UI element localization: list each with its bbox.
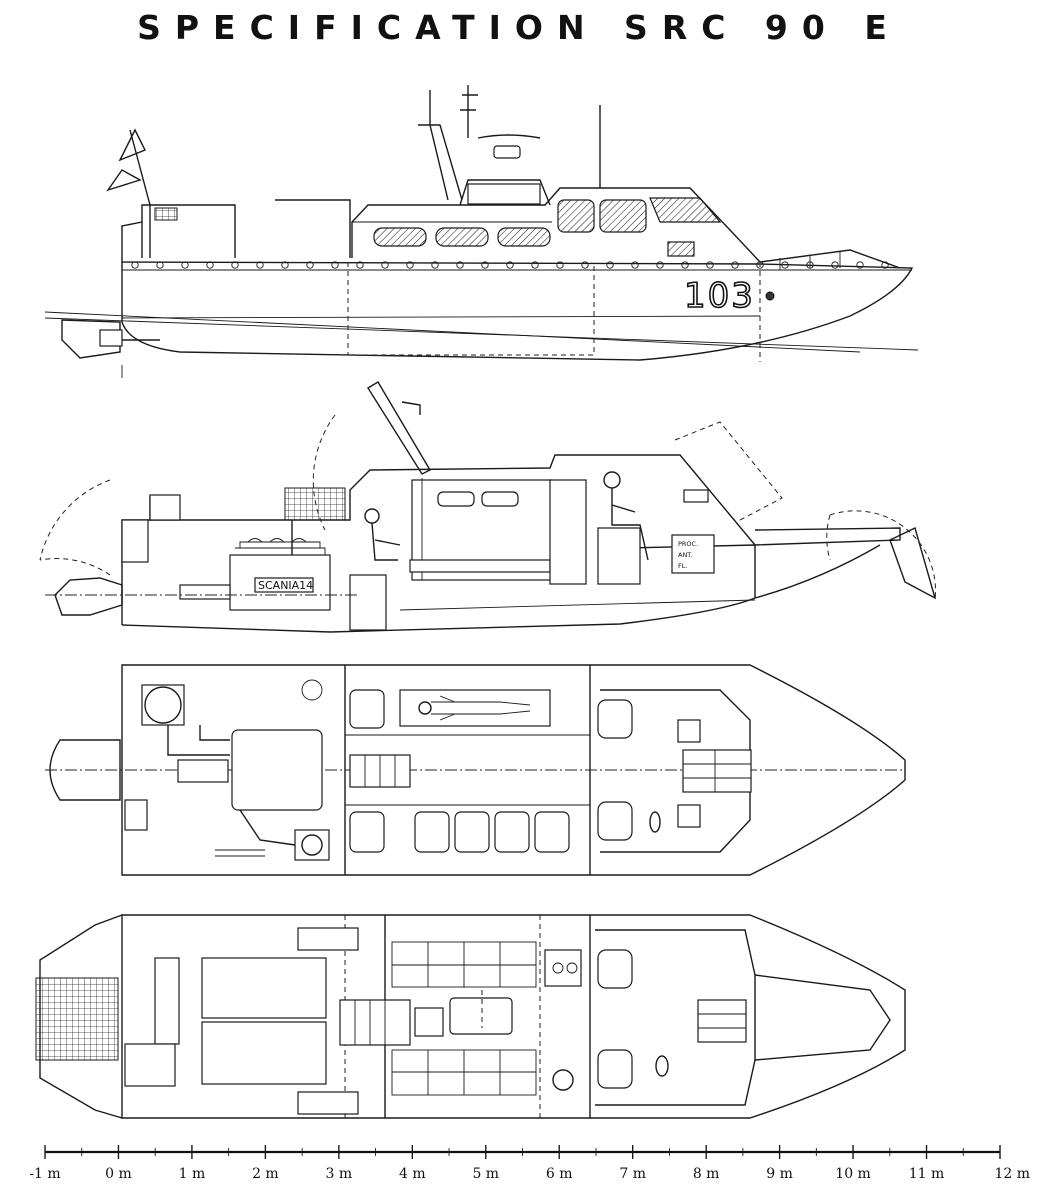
floor-panels	[391, 941, 537, 1096]
engine-label: SCANIA14	[258, 579, 313, 592]
scale-label: -1 m	[29, 1166, 60, 1182]
deck-plan-outline	[121, 664, 906, 876]
scale-labels: -1 m 0 m 1 m 2 m 3 m 4 m 5 m 6 m 7 m 8 m 9 m 10 m 11…	[29, 1166, 1030, 1182]
scale-label: 8 m	[693, 1166, 720, 1182]
svg-text:ANT.: ANT.	[678, 551, 693, 559]
scale-label: 2 m	[252, 1166, 279, 1182]
engine-grate	[35, 977, 119, 1061]
scale-bar: -1 m 0 m 1 m 2 m 3 m 4 m 5 m 6 m 7 m 8 m 9 m 10 m 11…	[29, 1145, 1030, 1182]
cutaway-hull	[121, 544, 756, 633]
svg-text:FL.: FL.	[678, 562, 687, 570]
scale-label: 10 m	[835, 1166, 871, 1182]
svg-text:PROC.: PROC.	[678, 540, 698, 548]
scale-label: 1 m	[179, 1166, 206, 1182]
scale-label: 4 m	[399, 1166, 426, 1182]
lower-plan-outline	[121, 914, 906, 1119]
scale-ticks	[44, 1145, 1001, 1159]
cutaway-profile-view: SCANIA14 PROC. ANT. FL.	[39, 381, 937, 633]
cabin-windows	[373, 197, 722, 257]
hull-rivets	[131, 261, 889, 269]
scale-label: 7 m	[619, 1166, 646, 1182]
deck-plan-view	[45, 664, 906, 876]
scale-label: 12 m	[994, 1166, 1030, 1182]
hull-number: 103	[684, 276, 755, 316]
waterline	[44, 311, 861, 353]
scale-label: 0 m	[105, 1166, 132, 1182]
scale-label: 3 m	[326, 1166, 353, 1182]
waterline-2	[44, 317, 919, 351]
troop-seats	[349, 689, 570, 853]
scale-label: 5 m	[472, 1166, 499, 1182]
scale-label: 6 m	[546, 1166, 573, 1182]
cabin-superstructure	[351, 187, 761, 263]
nav-console	[671, 534, 715, 574]
scale-label: 11 m	[909, 1166, 945, 1182]
side-elevation-view: 103	[44, 85, 919, 378]
page-title: SPECIFICATION SRC 90 E	[137, 8, 901, 47]
scale-label: 9 m	[766, 1166, 793, 1182]
hull-side	[121, 258, 914, 361]
lower-plan-view	[35, 914, 906, 1119]
